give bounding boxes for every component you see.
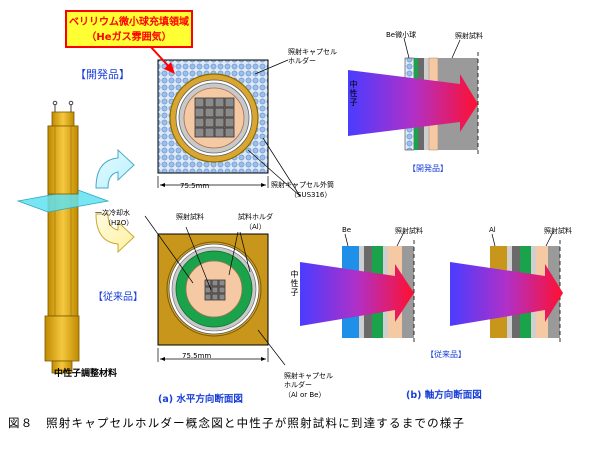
axial-sample-1-label: 照射試料 <box>395 227 423 235</box>
callout-pointer <box>149 45 175 74</box>
axial-sample-2-label: 照射試料 <box>544 227 572 235</box>
dev-product-label: 【開発品】 <box>75 68 130 81</box>
sample-holder-label: 試料ホルダ <box>238 213 273 221</box>
dev-axial-section <box>348 37 479 155</box>
dimension-bottom: 75.5mm <box>182 352 212 360</box>
dev-product-axial-label: 【開発品】 <box>408 164 448 173</box>
figure-caption: 図８ 照射キャプセルホルダー概念図と中性子が照射試料に到達するまでの様子 <box>8 416 466 430</box>
be-label: Be <box>342 226 352 234</box>
callout-line2: （Heガス雰囲気） <box>86 32 172 43</box>
be-microsphere-label: Be微小球 <box>386 31 417 39</box>
irradiation-sample-label: 照射試料 <box>176 213 204 221</box>
section-a-caption: (a) 水平方向断面図 <box>158 394 243 405</box>
callout-line1: ベリリウム微小球充填領域 <box>69 17 189 28</box>
neutron-adjust-label: 中性子調整材料 <box>54 369 118 379</box>
al-label: （Al） <box>245 223 266 231</box>
al-short-label: Al <box>489 226 496 234</box>
conv-horizontal-section <box>157 233 269 362</box>
sus316-label: （SUS316） <box>290 191 332 199</box>
section-b-caption: (b) 軸方向断面図 <box>406 390 482 401</box>
h2o-label: （H2O） <box>104 219 134 227</box>
leader-lines <box>144 59 301 366</box>
axial-sample-top-label: 照射試料 <box>455 32 483 40</box>
conv-product-label: 【従来品】 <box>93 292 143 303</box>
dimension-top: 75.5mm <box>180 182 210 190</box>
primary-cooling-label: 一次冷却水 <box>95 209 130 217</box>
al-or-be-label: （Al or Be） <box>284 391 326 399</box>
cyan-curved-arrow <box>95 148 135 189</box>
dev-sample-grid <box>194 97 235 138</box>
conv-product-axial-label: 【従来品】 <box>426 350 466 359</box>
capsule-holder-bottom-label: 照射キャプセル ホルダー <box>284 372 333 389</box>
be-microsphere-callout: ベリリウム微小球充填領域 （Heガス雰囲気） <box>65 10 193 48</box>
conv-axial-section-al <box>450 231 563 345</box>
neutron-label-bottom: 中性子 <box>290 270 299 297</box>
capsule-rod-illustration <box>16 100 110 374</box>
capsule-holder-top-label: 照射キャプセル ホルダー <box>288 48 337 65</box>
neutron-label-top: 中性子 <box>349 80 358 107</box>
yellow-curved-arrow <box>95 213 135 254</box>
conv-axial-section-be <box>300 231 415 345</box>
dev-horizontal-section <box>157 59 269 188</box>
capsule-outer-tube-label: 照射キャプセル外筒 <box>271 181 334 189</box>
